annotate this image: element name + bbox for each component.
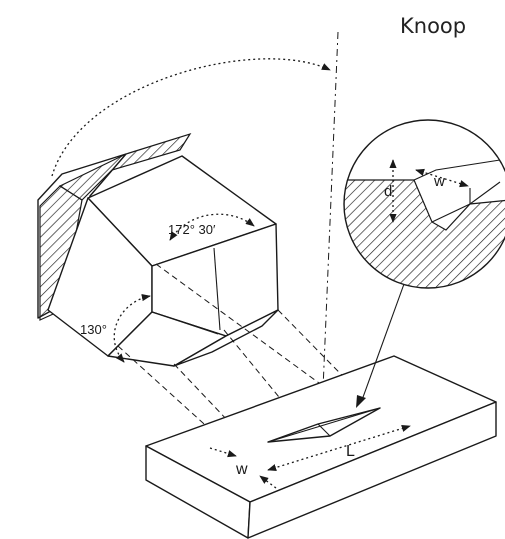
length-label: L	[346, 443, 355, 460]
angle-short-arrow	[113, 294, 151, 363]
width-dimension-arrow-bottom	[259, 475, 277, 489]
detail-depth-label: d	[384, 183, 392, 200]
detail-width-arrow	[415, 168, 469, 188]
specimen-block	[145, 355, 497, 539]
detail-leader-line	[361, 283, 405, 401]
angle-long-arrow	[169, 213, 255, 241]
detail-width-label: w	[433, 173, 445, 190]
magnified-detail: d w	[343, 119, 505, 289]
width-label: w	[235, 461, 248, 478]
rotation-arrow	[51, 58, 331, 177]
angle-long-label: 172° 30′	[168, 222, 216, 237]
detail-leader-arrowhead	[356, 395, 366, 408]
angle-short-label: 130°	[80, 322, 107, 337]
diagram-title: Knoop	[400, 14, 466, 38]
